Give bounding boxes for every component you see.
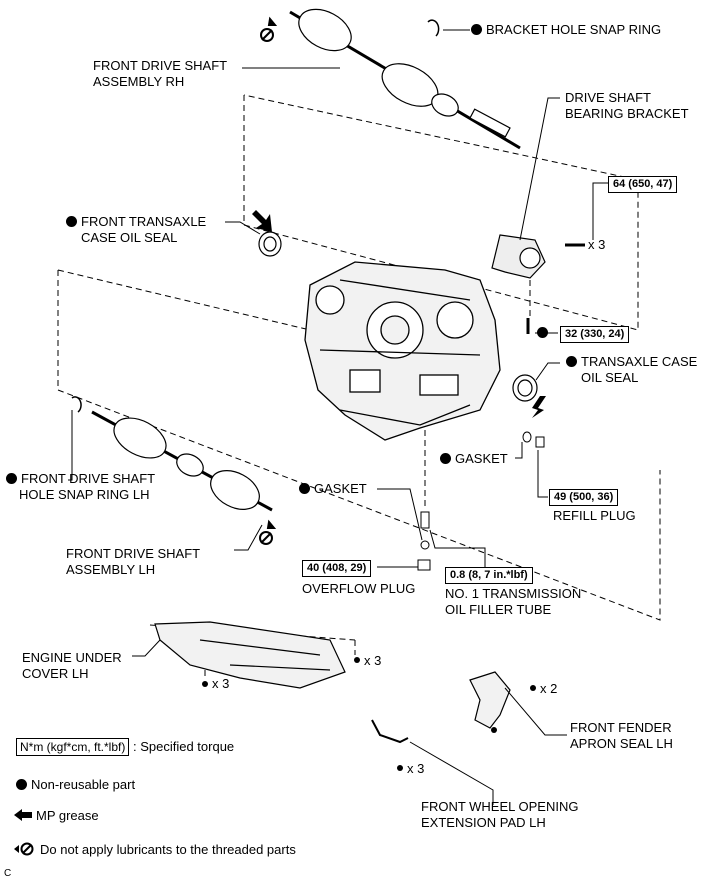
- snap-ring-icon: [427, 19, 440, 37]
- qty-pad-bolt: x 3: [407, 761, 425, 776]
- qty-bracket-bolt: x 3: [588, 237, 606, 252]
- non-reusable-dot-icon: [537, 327, 548, 338]
- front-fender-apron-seal-lh: [469, 671, 511, 729]
- non-reusable-dot-icon: [16, 779, 27, 790]
- filler-tube-shape: [420, 511, 430, 529]
- bolts: [202, 657, 536, 771]
- grease-arrow-icon: [252, 210, 272, 232]
- no-lubricant-icon: [14, 842, 34, 856]
- front-wheel-opening-pad-lh: [371, 719, 409, 744]
- qty-apron-bolt: x 2: [540, 681, 558, 696]
- torque-refill-plug: 49 (500, 36): [549, 489, 619, 506]
- label-bracket-hole-snap-ring: BRACKET HOLE SNAP RING: [471, 22, 661, 38]
- leader-lines: [68, 29, 608, 805]
- torque-bracket-lower-bolt: 32 (330, 24): [560, 326, 630, 343]
- front-drive-shaft-rh: [289, 8, 521, 150]
- legend-torque: N*m (kgf*cm, ft.*lbf) : Specified torque: [16, 738, 235, 756]
- torque-filler-tube: 0.8 (8, 7 in.*lbf): [445, 567, 533, 584]
- refill-plug-shape: [535, 436, 545, 448]
- non-reusable-dot-icon: [440, 453, 451, 464]
- non-reusable-dot-icon: [299, 483, 310, 494]
- label-refill-plug: REFILL PLUG: [553, 508, 636, 523]
- legend-non-reusable: Non-reusable part: [16, 777, 135, 792]
- lock-symbol-icon: [259, 519, 277, 545]
- non-reusable-dot-icon: [566, 356, 577, 367]
- label-gasket-center: GASKET: [299, 481, 367, 497]
- non-reusable-dot-icon: [66, 216, 77, 227]
- gasket-ring: [522, 431, 532, 443]
- drive-shaft-bearing-bracket: [491, 234, 585, 334]
- transaxle-case: [304, 261, 501, 441]
- non-reusable-dot-icon: [471, 24, 482, 35]
- qty-cover-bolt-right: x 3: [364, 653, 382, 668]
- legend-no-lubricant: Do not apply lubricants to the threaded …: [14, 842, 296, 857]
- gasket-ring: [420, 540, 430, 550]
- front-drive-shaft-lh: [91, 410, 273, 512]
- legend-mp-grease: MP grease: [14, 808, 99, 823]
- legend-torque-box: N*m (kgf*cm, ft.*lbf): [16, 738, 130, 756]
- qty-cover-bolt-left: x 3: [212, 676, 230, 691]
- grease-arrow-icon: [532, 396, 546, 418]
- legend-torque-text: : Specified torque: [132, 739, 235, 754]
- lock-symbol-icon: [260, 16, 278, 42]
- mp-grease-arrow-icon: [14, 809, 32, 821]
- snap-ring-icon: [71, 396, 82, 413]
- corner-code: C: [4, 868, 12, 879]
- non-reusable-marker: [537, 325, 552, 341]
- torque-bracket-bolt: 64 (650, 47): [608, 176, 678, 193]
- label-gasket-right: GASKET: [440, 451, 508, 467]
- non-reusable-dot-icon: [6, 473, 17, 484]
- front-transaxle-oil-seal: [258, 231, 282, 257]
- overflow-plug-shape: [417, 559, 431, 571]
- torque-overflow-plug: 40 (408, 29): [302, 560, 372, 577]
- transaxle-case-oil-seal: [512, 374, 538, 402]
- engine-under-cover-lh: [154, 621, 346, 689]
- label-overflow-plug: OVERFLOW PLUG: [302, 581, 416, 596]
